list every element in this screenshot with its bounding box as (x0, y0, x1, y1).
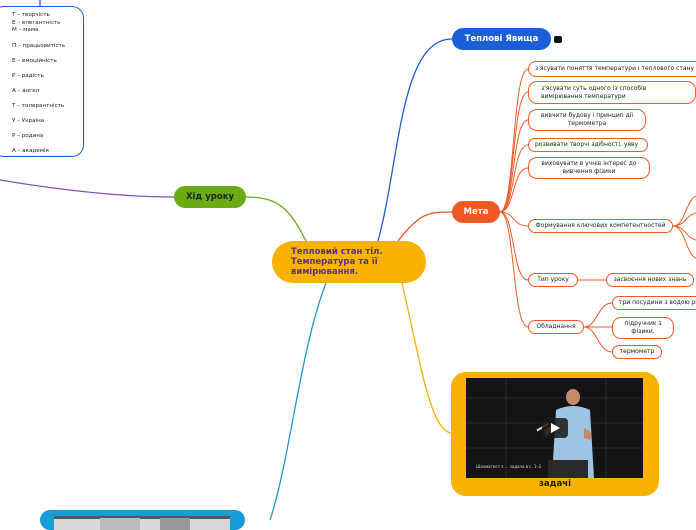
acrostic-line: Р – родина (12, 133, 44, 139)
lesson-type-value[interactable]: засвоєння нових знань (606, 273, 694, 287)
acrostic-line: М – мама (12, 27, 39, 33)
goal-4[interactable]: розвивати творчі здібності, уяву (528, 138, 648, 152)
video-caption: задачі (538, 479, 572, 489)
node-teplovi-yavyshcha[interactable]: Теплові Явища (452, 28, 551, 50)
goal-1[interactable]: з'ясувати поняття температури і тепловог… (528, 61, 696, 77)
acrostic-line: Т – творчість (12, 12, 50, 18)
link-khid (245, 196, 307, 242)
link-teplovi (377, 38, 453, 242)
goal-2[interactable]: з'ясувати суть одного із способів вимірю… (528, 81, 696, 104)
acrostic-line: П – працьовитість (12, 43, 66, 49)
link-video (401, 282, 452, 434)
node-meta[interactable]: Мета (452, 201, 500, 223)
acrostic-line: Е – емоційність (12, 58, 57, 64)
equipment-1[interactable]: три посудини з водою різної температури (612, 296, 696, 310)
link-khid-left (0, 179, 175, 198)
acrostic-line: А – академія (12, 148, 49, 154)
equipment[interactable]: Обладнання (528, 320, 584, 334)
competencies[interactable]: Формування ключових компетентностей (528, 219, 673, 233)
video-node[interactable]: Шахматист з ... задача в с. 1–2 задачі (451, 372, 659, 496)
equipment-2[interactable]: підручник з фізики. (612, 317, 674, 339)
film-icon (554, 36, 562, 43)
acrostic-line: Е – елегантність (12, 20, 61, 26)
node-khid-uroku[interactable]: Хід уроку (174, 186, 246, 208)
central-topic[interactable]: Тепловий стан тіл. Температура та її вим… (272, 241, 426, 283)
acrostic-line: У – Україна (12, 118, 45, 124)
acrostic-line: Т – толерантність (12, 103, 65, 109)
lesson-type[interactable]: Тип уроку (528, 273, 578, 287)
goal-5[interactable]: виховувати в учнів інтерес до вивчення ф… (528, 157, 650, 179)
acrostic-line: А – ангел (12, 88, 40, 94)
video-thumbnail[interactable]: Шахматист з ... задача в с. 1–2 (466, 378, 643, 478)
link-meta (397, 211, 453, 242)
goal-3[interactable]: вивчити будову і принцип дії термометра (528, 109, 646, 131)
bottom-image-node[interactable] (40, 510, 245, 530)
svg-text:Шахматист з ... задача в с. 1–: Шахматист з ... задача в с. 1–2 (476, 464, 542, 469)
acrostic-line: Р – радість (12, 73, 44, 79)
equipment-3[interactable]: термометр (612, 345, 662, 359)
link-bottom (269, 282, 327, 520)
